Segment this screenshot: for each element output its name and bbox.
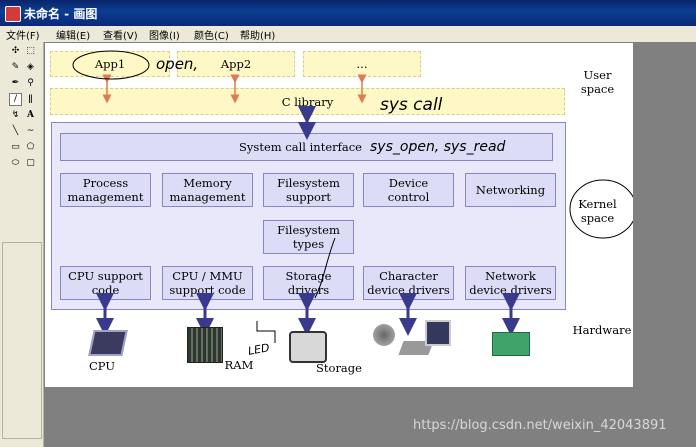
menu-view[interactable]: 查看(V) — [103, 31, 138, 42]
app1-label: App1 — [94, 57, 126, 71]
menu-help[interactable]: 帮助(H) — [240, 31, 276, 42]
app-more-box: ... — [303, 51, 421, 77]
syscall-label: System call interface — [239, 140, 362, 154]
memory-mgmt-box: Memory management — [162, 173, 253, 207]
c-library-label: C library — [281, 94, 334, 109]
eraser-icon[interactable]: ✎ — [11, 62, 20, 72]
networking-label: Networking — [475, 183, 546, 197]
tool-options-panel[interactable] — [2, 242, 42, 439]
airbrush-icon[interactable]: ↯ — [11, 110, 20, 120]
speaker-icon — [373, 324, 395, 346]
char-drivers-label: Character device drivers — [367, 269, 450, 297]
device-control-box: Device control — [363, 173, 454, 207]
free-select-icon[interactable]: ✣ — [11, 46, 20, 56]
kernel-space-label: Kernel space — [578, 197, 617, 225]
storage-icon — [289, 331, 327, 363]
paint-app-icon — [5, 6, 21, 22]
title-bar[interactable]: 未命名 - 画图 — [0, 0, 696, 26]
ellipse-icon[interactable]: ⬭ — [11, 158, 20, 168]
rect-select-icon[interactable]: ⬚ — [26, 46, 35, 56]
text-icon[interactable]: A — [27, 110, 34, 120]
app1-circle — [72, 50, 150, 80]
fs-support-box: Filesystem support — [263, 173, 354, 207]
pencil-icon[interactable]: / — [9, 93, 22, 106]
cpu-icon — [88, 330, 128, 356]
sys-funcs-annotation: sys_open, sys_read — [370, 139, 506, 155]
cpu-label: CPU — [88, 359, 116, 373]
fill-icon[interactable]: ◈ — [27, 62, 34, 72]
connector-arrows — [72, 50, 633, 343]
ram-label: RAM — [224, 358, 254, 372]
magnifier-icon[interactable]: ⚲ — [27, 78, 34, 88]
menu-bar: 文件(F) 编辑(E) 查看(V) 图像(I) 颜色(C) 帮助(H) — [0, 26, 696, 42]
kernel-circle — [569, 179, 633, 239]
app2-label: App2 — [220, 57, 252, 71]
rounded-rect-icon[interactable]: ▢ — [26, 158, 35, 168]
menu-file[interactable]: 文件(F) — [6, 31, 40, 42]
sys-call-annotation: sys call — [380, 95, 443, 115]
led-stroke — [256, 321, 276, 343]
hardware-label: Hardware — [572, 323, 632, 337]
line-icon[interactable]: ╲ — [12, 126, 19, 136]
fs-types-box: Filesystem types — [263, 220, 354, 254]
rectangle-icon[interactable]: ▭ — [11, 142, 20, 152]
menu-image[interactable]: 图像(I) — [149, 31, 180, 42]
net-drivers-label: Network device drivers — [469, 269, 552, 297]
ram-icon — [187, 327, 223, 363]
device-control-label: Device control — [387, 176, 430, 204]
process-mgmt-box: Process management — [60, 173, 151, 207]
fs-slash-stroke — [314, 237, 336, 299]
monitor-icon — [425, 320, 451, 346]
open-annotation: open, — [156, 55, 199, 73]
watermark: https://blog.csdn.net/weixin_42043891 — [413, 418, 667, 433]
color-picker-icon[interactable]: ✒ — [11, 78, 20, 88]
char-drivers-box: Character device drivers — [363, 266, 454, 300]
networking-box: Networking — [465, 173, 556, 207]
menu-edit[interactable]: 编辑(E) — [56, 31, 91, 42]
process-mgmt-label: Process management — [67, 176, 144, 204]
fs-types-label: Filesystem types — [277, 223, 340, 251]
cpu-mmu-label: CPU / MMU support code — [169, 269, 246, 297]
menu-colors[interactable]: 颜色(C) — [194, 31, 229, 42]
brush-icon[interactable]: ǁ — [28, 94, 33, 104]
drawing-canvas[interactable]: App1 App2 ... C library System call inte… — [45, 43, 633, 387]
memory-mgmt-label: Memory management — [169, 176, 246, 204]
fs-support-label: Filesystem support — [277, 176, 340, 204]
network-card-icon — [492, 332, 530, 356]
curve-icon[interactable]: ~ — [26, 126, 35, 136]
tool-box: ✣ ⬚ ✎ ◈ ✒ ⚲ / ǁ ↯ A ╲ ~ ▭ ⬠ ⬭ ▢ — [0, 42, 44, 447]
polygon-icon[interactable]: ⬠ — [26, 142, 35, 152]
user-space-label: User space — [580, 68, 615, 96]
window-title: 未命名 - 画图 — [24, 7, 98, 21]
app-more-label: ... — [356, 57, 368, 71]
storage-label: Storage — [316, 361, 362, 375]
